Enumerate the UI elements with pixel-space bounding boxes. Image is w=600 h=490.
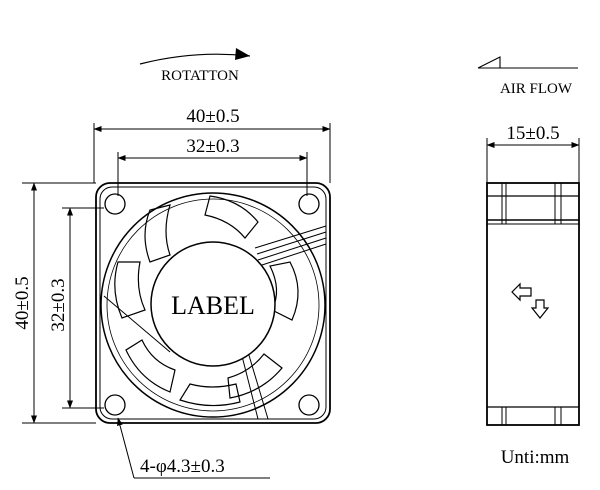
- mounting-hole-bottom-right: [298, 394, 320, 416]
- depth-label: 15±0.5: [506, 123, 559, 144]
- air-flow-indicator: AIR FLOW: [477, 56, 578, 97]
- fan-struts: [103, 225, 327, 420]
- hub-label: LABEL: [171, 291, 255, 320]
- air-flow-label: AIR FLOW: [500, 81, 573, 97]
- fan-front-view: LABEL: [95, 182, 331, 424]
- dimension-overall-height: 40±0.5: [12, 182, 96, 424]
- unit-label: Unti:mm: [501, 447, 570, 468]
- hole-callout: 4-φ4.3±0.3: [117, 417, 270, 479]
- fan-hub: [150, 241, 276, 367]
- dimension-depth: 15±0.5: [486, 123, 580, 183]
- fan-frame-outline: [95, 182, 331, 424]
- dimension-overall-width: 40±0.5: [93, 106, 331, 183]
- fan-housing-ring: [100, 192, 326, 418]
- dimension-hole-spacing-width: 32±0.3: [117, 136, 308, 196]
- airflow-direction-icon: [530, 299, 550, 319]
- mounting-hole-top-right: [298, 193, 320, 215]
- fan-side-view: [486, 182, 580, 426]
- rotation-indicator: ROTATTON: [139, 48, 251, 84]
- overall-width-label: 40±0.5: [186, 106, 239, 127]
- mounting-hole-bottom-left: [104, 394, 126, 416]
- hole-spacing-height-label: 32±0.3: [48, 278, 69, 331]
- overall-height-label: 40±0.5: [12, 276, 33, 329]
- hole-spacing-width-label: 32±0.3: [186, 136, 239, 157]
- side-outline: [486, 182, 580, 426]
- rotation-direction-icon: [511, 282, 532, 302]
- dimension-hole-spacing-height: 32±0.3: [48, 207, 104, 409]
- fan-housing-ring-inner: [106, 198, 320, 412]
- hole-callout-label: 4-φ4.3±0.3: [140, 456, 225, 477]
- rotation-label: ROTATTON: [161, 68, 239, 84]
- fan-frame-inner: [99, 186, 327, 420]
- mounting-hole-top-left: [104, 193, 126, 215]
- rotation-arrow-icon: [235, 48, 250, 60]
